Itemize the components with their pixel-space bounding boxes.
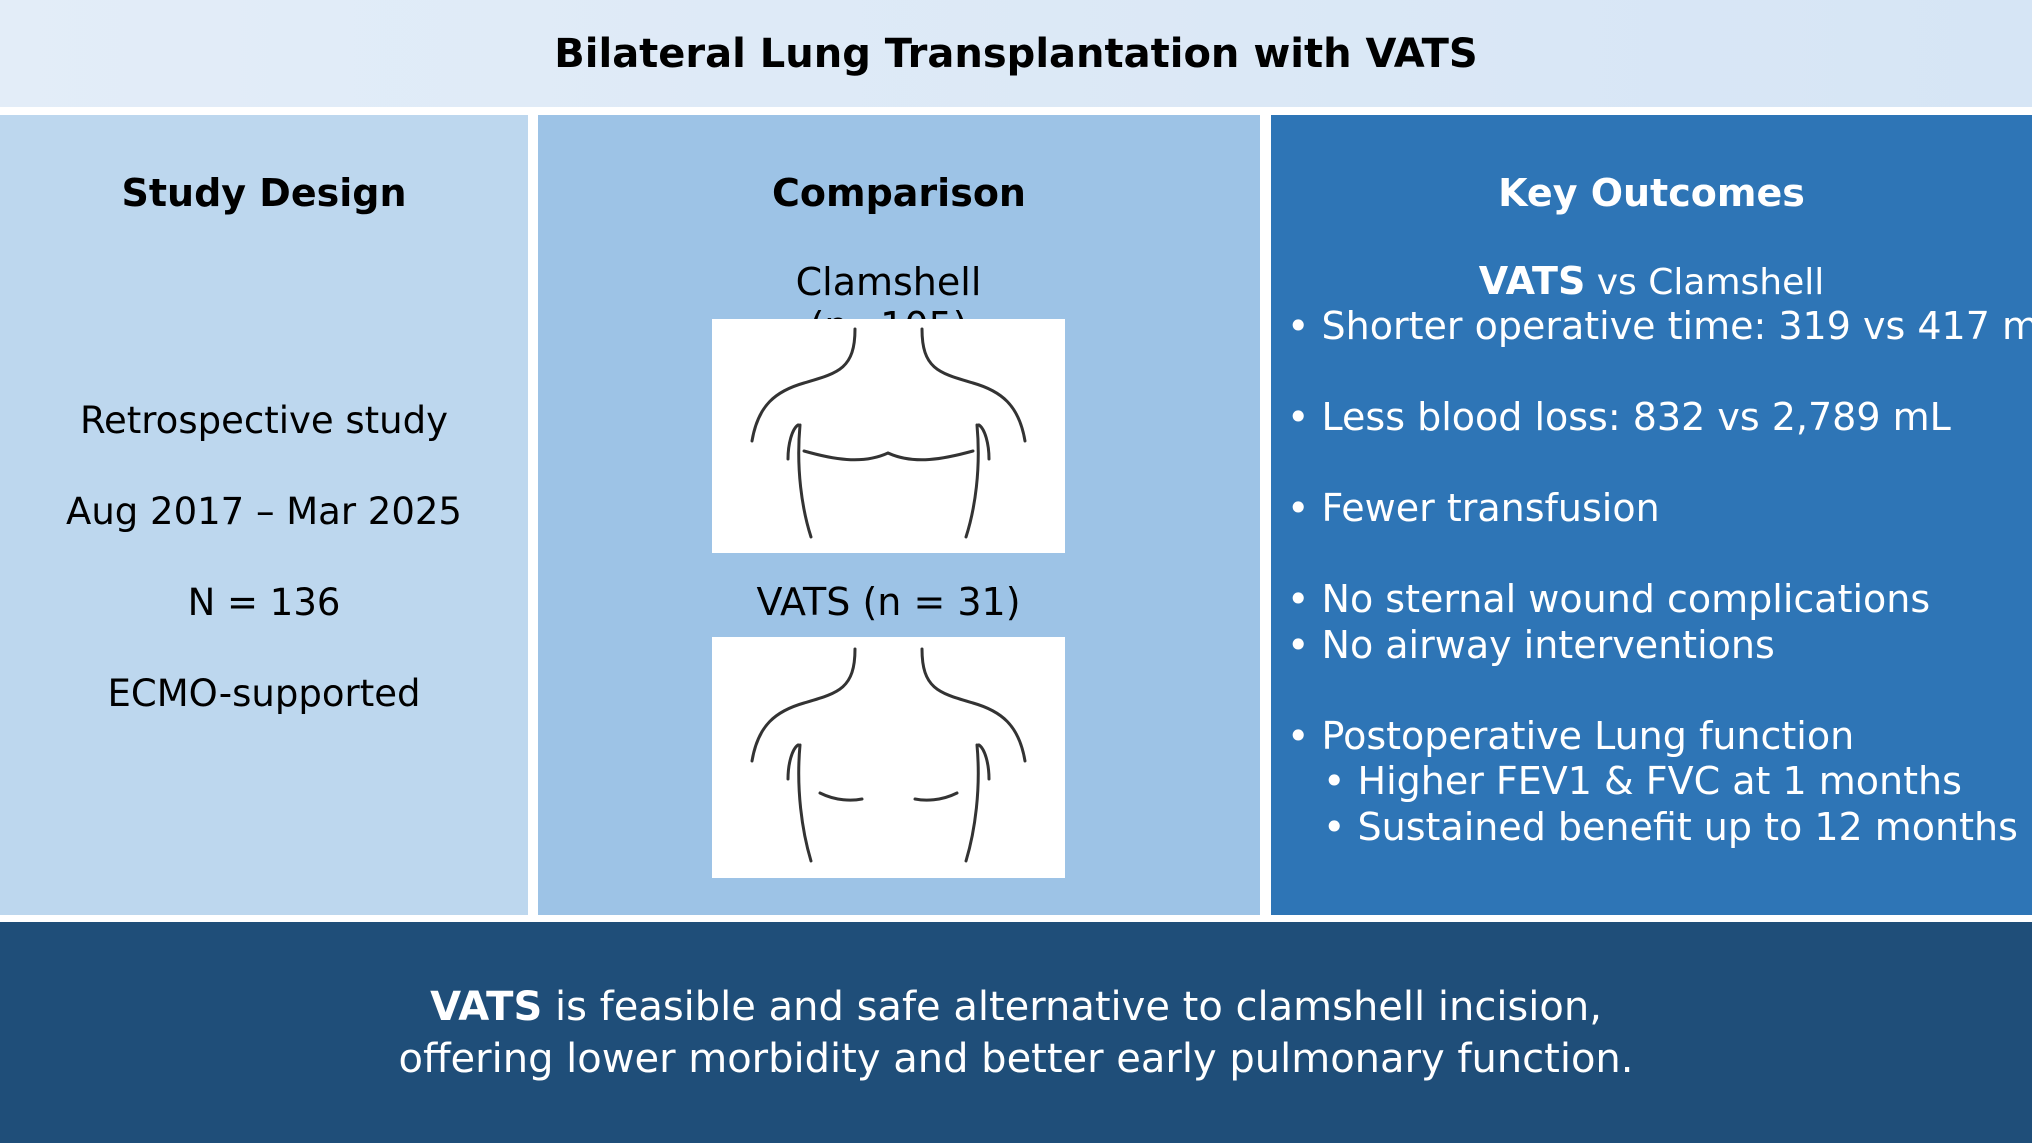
vats-group-label: VATS (n = 31)	[756, 580, 1021, 624]
title-bar: Bilateral Lung Transplantation with VATS	[0, 0, 2032, 107]
study-period: Aug 2017 – Mar 2025	[66, 490, 462, 533]
list-item: • Postoperative Lung function	[1287, 714, 1855, 758]
comparison-heading: Comparison	[772, 171, 1026, 215]
conclusion-line-2: offering lower morbidity and better earl…	[398, 1035, 1634, 1082]
study-type: Retrospective study	[79, 399, 449, 442]
list-item: • No sternal wound complications	[1287, 577, 1931, 621]
vats-incision-chest-icon	[750, 647, 1027, 863]
vs-clamshell-text: vs Clamshell	[1585, 262, 1825, 303]
comparison-subtitle: VATS vs Clamshell	[1271, 259, 2032, 303]
list-item: • Fewer transfusion	[1287, 486, 1660, 530]
list-item: • No airway interventions	[1287, 623, 1775, 667]
study-design-heading: Study Design	[121, 171, 407, 215]
key-outcomes-panel: Key Outcomes VATS vs Clamshell • Shorter…	[1271, 115, 2032, 915]
sub-list-item: • Higher FEV1 & FVC at 1 months	[1323, 759, 1962, 803]
clamshell-incision-chest-icon	[750, 327, 1027, 539]
study-design-panel: Study Design Retrospective study Aug 201…	[0, 115, 528, 915]
page-title: Bilateral Lung Transplantation with VATS	[554, 30, 1478, 77]
list-item: • Shorter operative time: 319 vs 417 min	[1287, 304, 2032, 348]
conclusion-line-1: VATS is feasible and safe alternative to…	[430, 983, 1602, 1030]
vats-illustration	[712, 637, 1065, 878]
ecmo-support: ECMO-supported	[107, 672, 421, 715]
conclusion-bar: VATS is feasible and safe alternative to…	[0, 922, 2032, 1143]
sample-size: N = 136	[187, 581, 341, 624]
clamshell-illustration	[712, 319, 1065, 553]
key-outcomes-heading: Key Outcomes	[1498, 171, 1805, 215]
vats-bold-label: VATS	[1478, 259, 1586, 303]
sub-list-item: • Sustained benefit up to 12 months	[1323, 805, 2018, 849]
comparison-panel: Comparison Clamshell (n=105) VATS (n = 3…	[538, 115, 1260, 915]
conclusion-bold: VATS	[430, 983, 543, 1030]
list-item: • Less blood loss: 832 vs 2,789 mL	[1287, 395, 1951, 439]
